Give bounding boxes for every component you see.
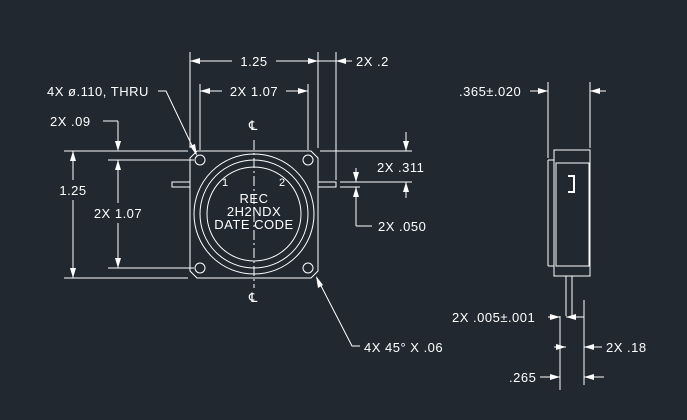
port-2-label: 2 [279, 177, 285, 189]
arrow [403, 182, 409, 192]
arrow [316, 276, 323, 288]
label-rec: REC [240, 191, 269, 206]
leader-chamfer [316, 277, 360, 347]
arrow [353, 187, 359, 197]
arrow [566, 314, 576, 320]
arrow [538, 88, 548, 94]
leader-holes [158, 90, 197, 155]
arrow [70, 268, 76, 278]
arrow [115, 160, 121, 170]
arrow [336, 58, 346, 64]
arrow [190, 58, 200, 64]
dim-side-base: .265 [509, 370, 536, 385]
dim-tab-thickness: 2X .050 [378, 219, 426, 234]
label-part-number: 2H2NDX [227, 204, 281, 219]
body-outline [189, 150, 319, 279]
side-body-inner [555, 162, 590, 267]
tab-right [317, 181, 337, 188]
label-date-code: DATE CODE [214, 217, 293, 232]
dim-tab-width: 2X .2 [356, 54, 389, 69]
port-1-label: 1 [222, 177, 228, 189]
arrow [70, 151, 76, 161]
arrow [550, 374, 560, 380]
dim-top-hole-spacing: 2X 1.07 [230, 84, 278, 99]
dim-side-height: .365±.020 [459, 84, 521, 99]
arrow [115, 258, 121, 268]
dim-top-overall: 1.25 [240, 54, 267, 69]
arrow [403, 141, 409, 151]
mounting-hole-bl [194, 262, 206, 274]
dim-tab-height: 2X .311 [377, 160, 424, 175]
arrow [590, 88, 600, 94]
arrow [584, 344, 594, 350]
callout-holes: 4X ø.110, THRU [47, 84, 149, 99]
arrow [190, 144, 197, 156]
dim-hole-offset: 2X .09 [50, 114, 91, 129]
dim-left-overall: 1.25 [59, 183, 86, 198]
arrow [115, 141, 121, 151]
mounting-hole-tr [302, 154, 314, 166]
side-body-outline [553, 149, 591, 277]
arrow [353, 172, 359, 182]
mounting-hole-br [302, 262, 314, 274]
centerline-symbol-top: ℄ [248, 118, 258, 133]
callout-chamfer: 4X 45° X .06 [364, 340, 443, 355]
arrow [556, 344, 566, 350]
dim-side-tab-len: 2X .18 [606, 340, 647, 355]
side-tab-bend [568, 175, 575, 193]
arrow [298, 88, 308, 94]
centerline-symbol-bottom: ℄ [248, 290, 258, 305]
tab-left [171, 181, 191, 188]
dim-left-hole-spacing: 2X 1.07 [94, 206, 142, 221]
arrow [200, 88, 210, 94]
arrow [584, 374, 594, 380]
arrow [308, 58, 318, 64]
arrow [550, 314, 560, 320]
mounting-hole-tl [194, 154, 206, 166]
dim-side-tab-offset: 2X .005±.001 [452, 310, 535, 325]
